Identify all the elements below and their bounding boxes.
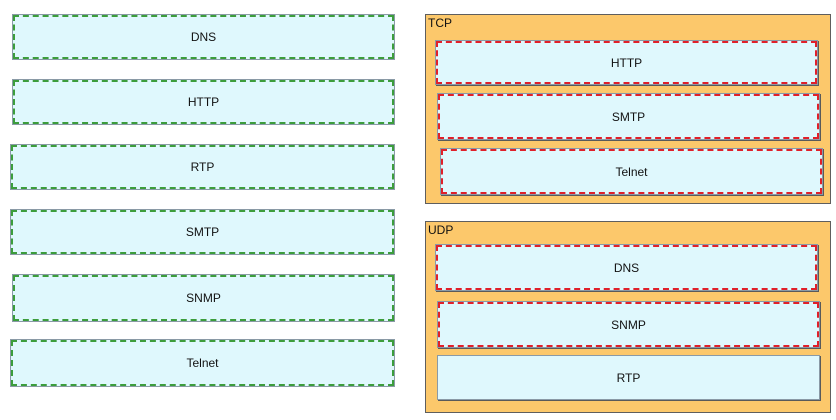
source-item-label: SMTP [185, 225, 220, 239]
udp-item-dns[interactable]: DNS [435, 244, 818, 291]
source-item-telnet[interactable]: Telnet [10, 339, 395, 387]
source-item-label: HTTP [187, 95, 220, 109]
placed-item-label: SMTP [611, 109, 646, 124]
udp-item-rtp[interactable]: RTP [437, 355, 820, 400]
source-item-snmp[interactable]: SNMP [12, 274, 395, 322]
source-item-http[interactable]: HTTP [12, 79, 395, 125]
placed-item-label: SNMP [611, 317, 646, 332]
placed-item-label: RTP [616, 370, 641, 385]
source-item-rtp[interactable]: RTP [10, 144, 395, 190]
source-item-label: SNMP [186, 291, 221, 305]
placed-item-label: Telnet [615, 164, 648, 179]
placed-item-label: DNS [613, 260, 640, 275]
source-item-label: DNS [190, 30, 217, 44]
source-item-smtp[interactable]: SMTP [10, 209, 395, 255]
source-item-label: Telnet [186, 356, 219, 370]
udp-item-snmp[interactable]: SNMP [437, 301, 820, 348]
tcp-item-http[interactable]: HTTP [435, 40, 818, 85]
tcp-zone-label: TCP [428, 16, 452, 30]
tcp-item-telnet[interactable]: Telnet [440, 148, 823, 195]
tcp-item-smtp[interactable]: SMTP [437, 93, 820, 140]
placed-item-label: HTTP [610, 55, 643, 70]
source-item-dns[interactable]: DNS [12, 14, 395, 60]
udp-zone-label: UDP [428, 223, 454, 237]
source-item-label: RTP [190, 160, 215, 174]
